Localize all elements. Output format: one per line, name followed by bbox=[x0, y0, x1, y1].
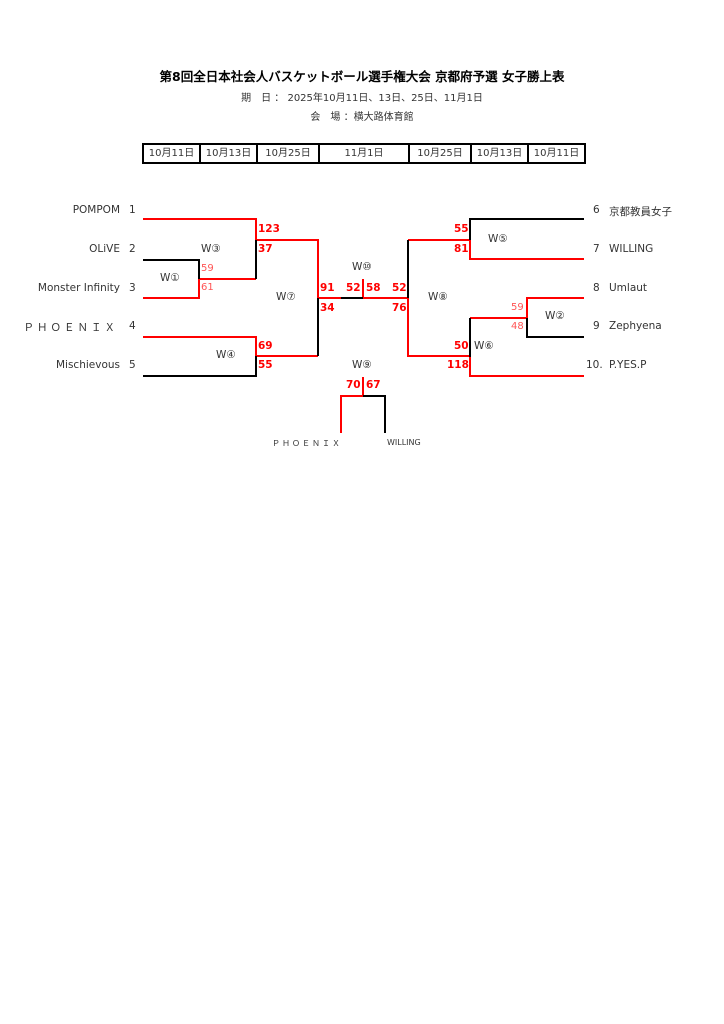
game-label-w3: W③ bbox=[201, 243, 221, 255]
team-number: 9 bbox=[593, 320, 600, 332]
date-cell: 10月13日 bbox=[201, 145, 258, 162]
team-name: WILLING bbox=[609, 243, 654, 255]
score: 91 bbox=[320, 282, 335, 294]
score: 76 bbox=[392, 302, 407, 314]
score: 67 bbox=[366, 379, 381, 391]
game-label-w2: W② bbox=[545, 310, 565, 322]
game-label-w6: W⑥ bbox=[474, 340, 494, 352]
team-number: 10. bbox=[586, 359, 603, 371]
team-number: 1 bbox=[129, 204, 136, 216]
score: 50 bbox=[454, 340, 469, 352]
team-name: P.YES.P bbox=[609, 359, 647, 371]
score: 52 bbox=[392, 282, 407, 294]
date-cell: 10月25日 bbox=[410, 145, 472, 162]
team-number: 3 bbox=[129, 282, 136, 294]
team-name: POMPOM bbox=[72, 204, 120, 216]
game-label-w1: W① bbox=[160, 272, 180, 284]
team-name: Monster Infinity bbox=[37, 282, 120, 294]
score: 118 bbox=[447, 359, 469, 371]
game-label-w4: W④ bbox=[216, 349, 236, 361]
score: 70 bbox=[346, 379, 361, 391]
score: 55 bbox=[454, 223, 469, 235]
venue-text: 会 場 ：横大路体育館 bbox=[310, 112, 414, 123]
score: 37 bbox=[258, 243, 273, 255]
team-number: 4 bbox=[129, 320, 136, 332]
score: 34 bbox=[320, 302, 335, 314]
date-cell: 11月1日 bbox=[320, 145, 410, 162]
score: 69 bbox=[258, 340, 273, 352]
game-label-w7: W⑦ bbox=[276, 291, 296, 303]
date-cell: 10月13日 bbox=[472, 145, 529, 162]
score: 123 bbox=[258, 223, 280, 235]
score: 55 bbox=[258, 359, 273, 371]
third-place-team-right: WILLING bbox=[387, 438, 421, 447]
team-name: ＰＨＯＥＮＩＸ bbox=[23, 322, 118, 334]
score: 58 bbox=[366, 282, 381, 294]
score: 48 bbox=[511, 321, 524, 332]
game-label-w8: W⑧ bbox=[428, 291, 448, 303]
game-label-w9: W⑨ bbox=[352, 359, 372, 371]
team-name: Umlaut bbox=[609, 282, 648, 294]
team-number: 5 bbox=[129, 359, 136, 371]
page-title: 第8回全日本社会人バスケットボール選手権大会 京都府予選 女子勝上表 bbox=[159, 69, 565, 84]
game-label-w10: W⑩ bbox=[352, 261, 372, 273]
score: 81 bbox=[454, 243, 469, 255]
period-text: 期 日 ： 2025年10月11日、13日、25日、11月1日 bbox=[241, 93, 483, 104]
team-number: 2 bbox=[129, 243, 136, 255]
score: 52 bbox=[346, 282, 361, 294]
score: 59 bbox=[201, 263, 214, 274]
score: 61 bbox=[201, 282, 214, 293]
team-number: 6 bbox=[593, 204, 600, 216]
team-name: Mischievous bbox=[55, 359, 120, 371]
team-name: Zephyena bbox=[609, 320, 662, 332]
game-label-w5: W⑤ bbox=[488, 233, 508, 245]
team-number: 8 bbox=[593, 282, 600, 294]
score: 59 bbox=[511, 302, 524, 313]
team-name: 京都教員女子 bbox=[609, 206, 672, 218]
date-cell: 10月25日 bbox=[258, 145, 320, 162]
team-number: 7 bbox=[593, 243, 600, 255]
date-cell: 10月11日 bbox=[533, 148, 580, 159]
third-place-team-left: ＰＨＯＥＮＩＸ bbox=[272, 439, 342, 448]
date-cell: 10月11日 bbox=[144, 145, 201, 162]
team-name: OLiVE bbox=[89, 243, 120, 255]
date-header-row: 10月11日 10月13日 10月25日 11月1日 10月25日 10月13日… bbox=[142, 143, 586, 164]
